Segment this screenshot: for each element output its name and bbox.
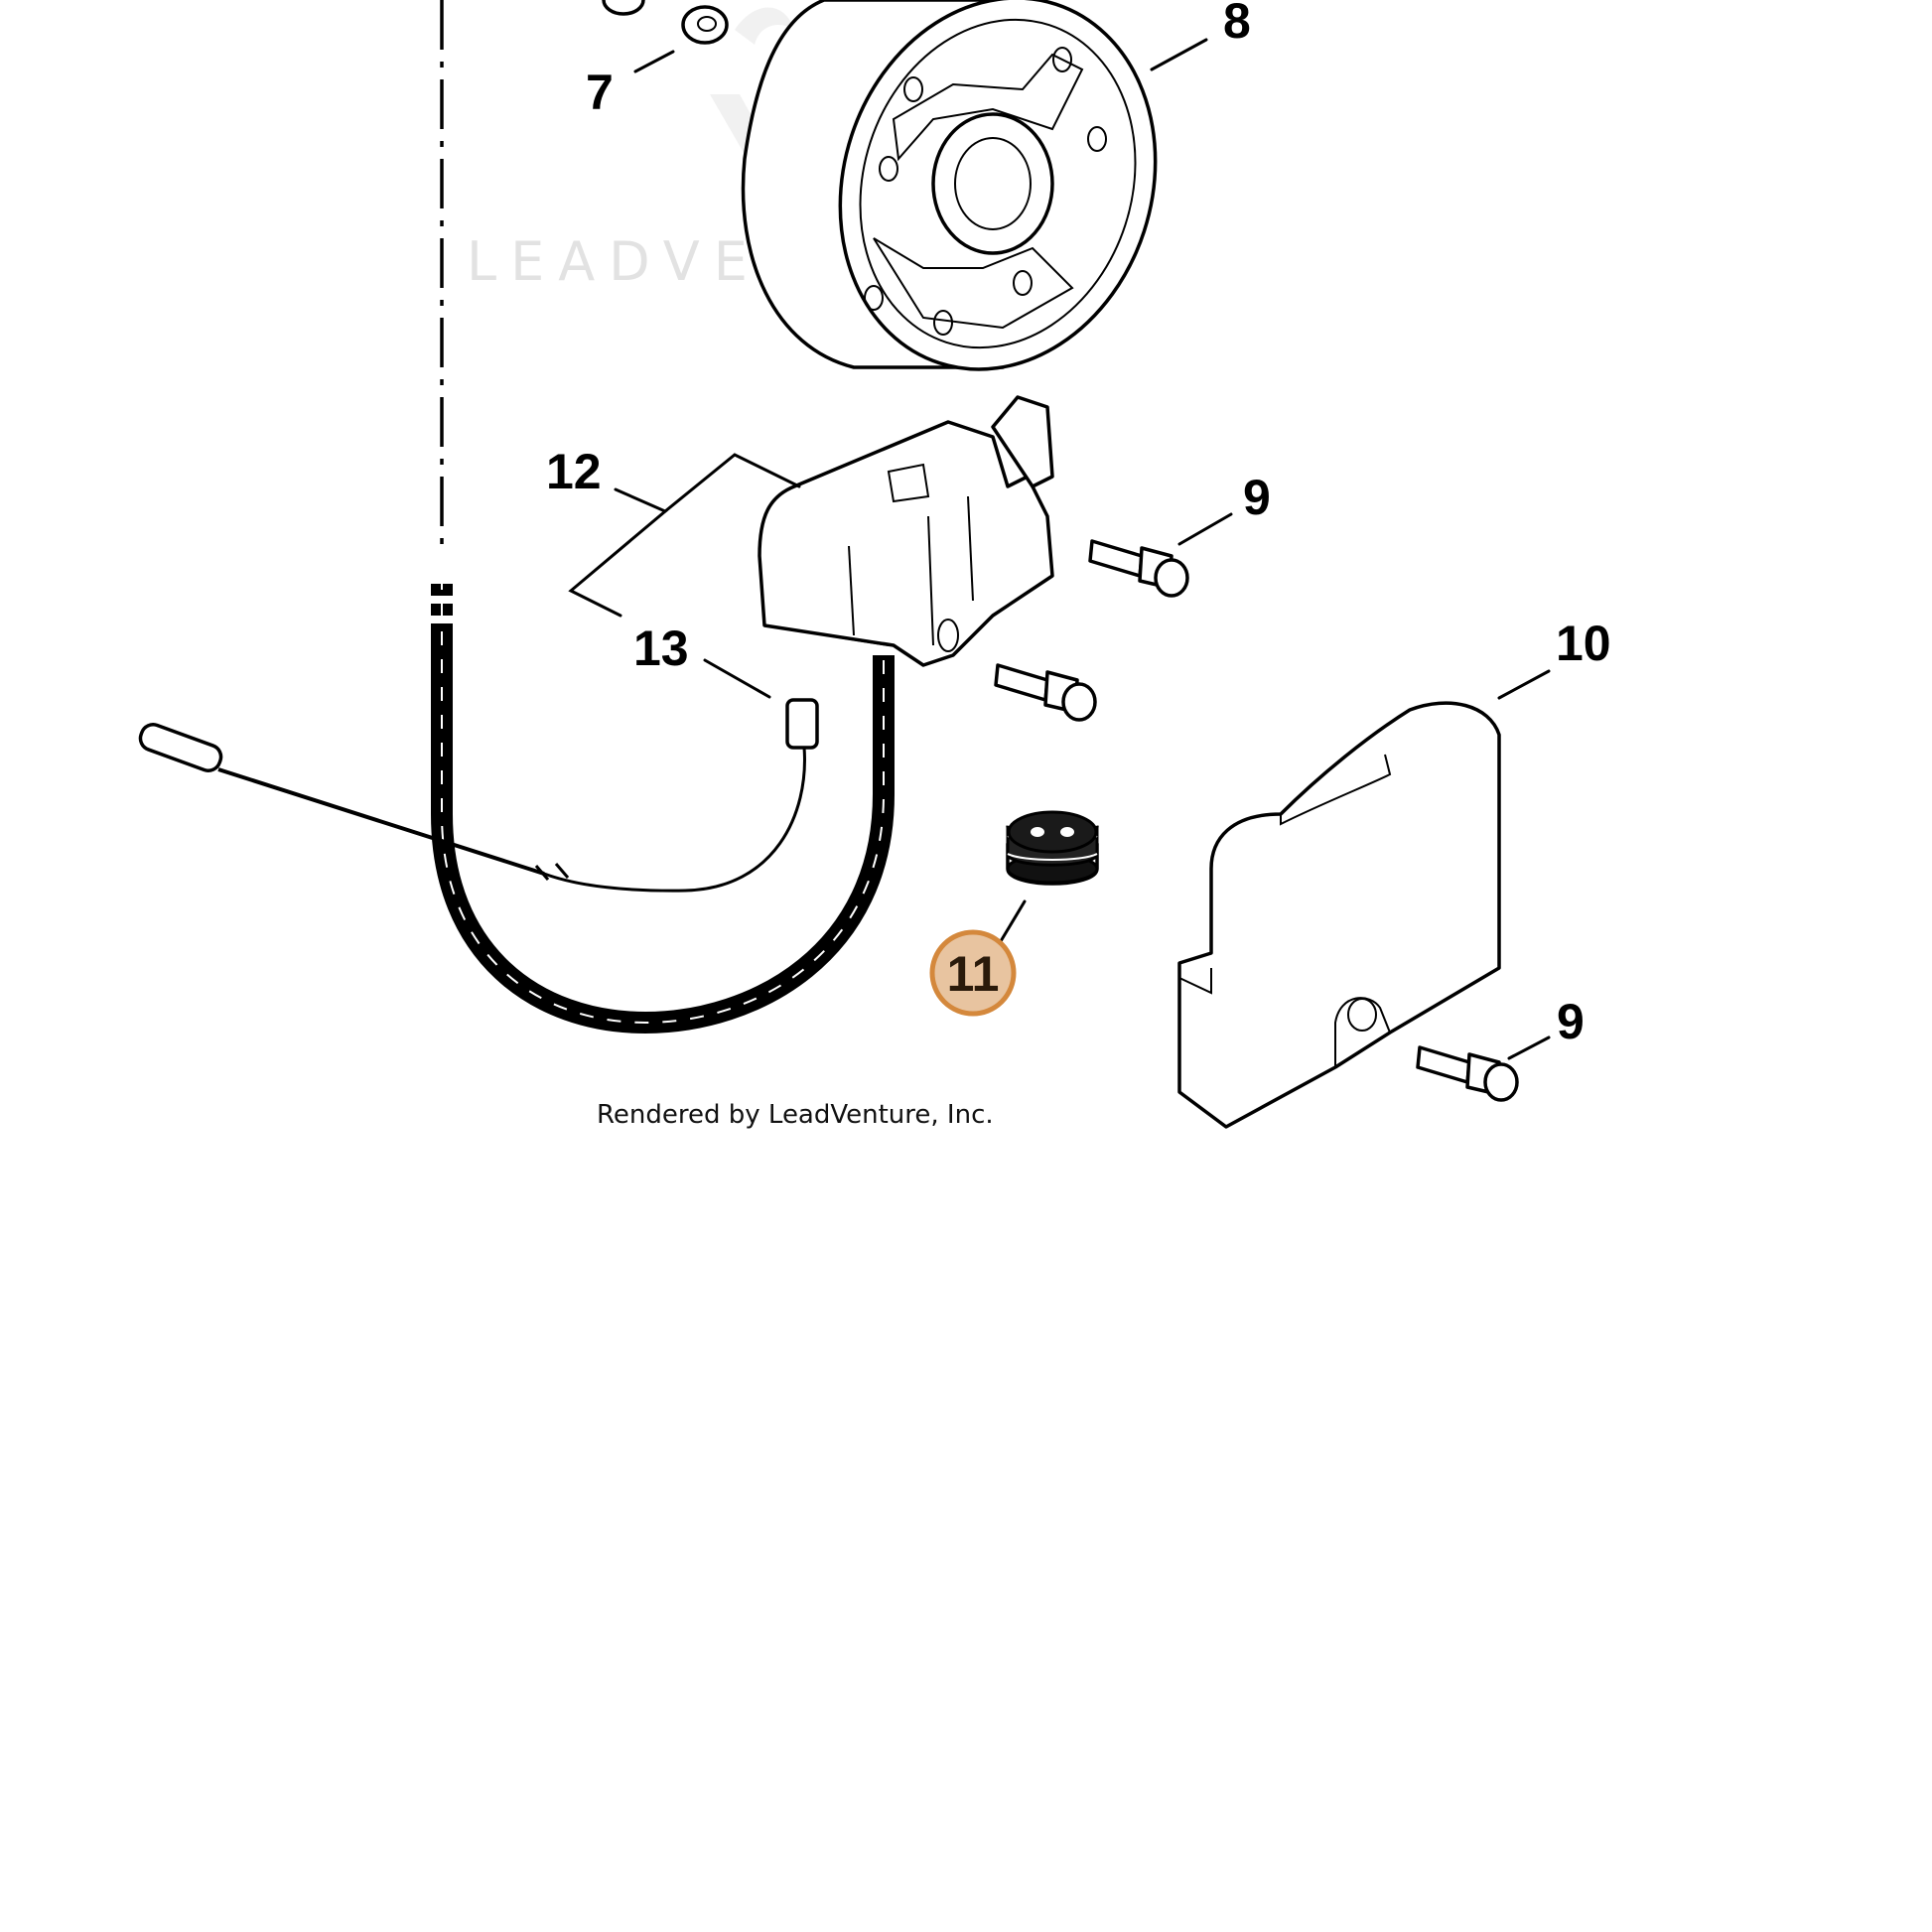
callout-12: 12 [546,444,602,499]
screw-part-9-upper [1088,539,1189,598]
screw-part-9-lower [1416,1045,1519,1102]
leader-10 [1497,669,1551,700]
callout-13: 13 [633,621,689,676]
cover-part-10 [1177,701,1501,1129]
render-credit: Rendered by LeadVenture, Inc. [597,1100,994,1130]
callout-8: 8 [1223,0,1251,49]
leader-12 [568,487,668,618]
ignition-lead-wire [138,576,895,1035]
callout-11-highlight[interactable]: 11 [929,929,1017,1017]
ignition-module-part-12 [758,395,1054,667]
leader-9-upper [1177,512,1233,546]
screw-part-9-middle [994,663,1097,722]
callout-9-lower: 9 [1557,994,1585,1049]
leader-12-top [663,453,801,513]
callout-9-upper: 9 [1243,470,1271,525]
grommet-part-11 [1006,810,1099,886]
callout-11-highlight-circle[interactable] [929,929,1017,1017]
callout-10: 10 [1556,616,1611,671]
flywheel-part-8 [741,0,1158,371]
leader-11 [999,899,1027,943]
callout-7: 7 [586,65,614,120]
spark-plug-connector-part-13 [542,698,819,893]
leader-13 [703,658,771,699]
leader-9-lower [1507,1035,1551,1060]
washer-part-7 [602,0,729,45]
leader-7 [633,50,675,73]
callout-11[interactable]: 11 [947,946,1000,1002]
leader-8 [1150,38,1208,71]
